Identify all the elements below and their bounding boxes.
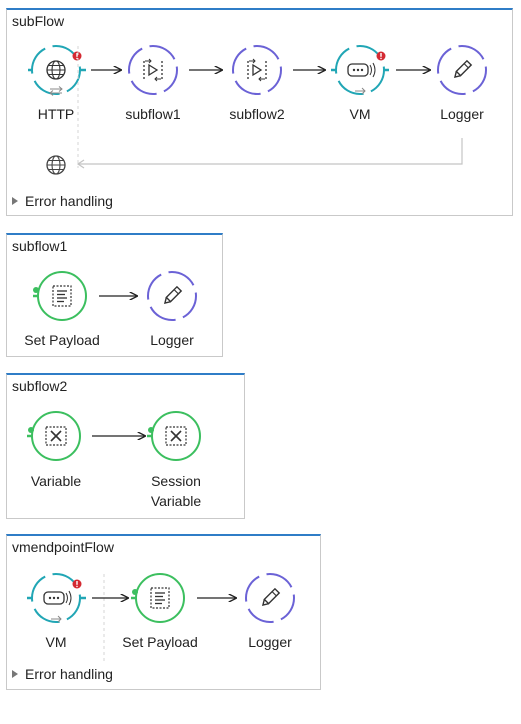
node-label-set-payload: Set Payload	[122, 634, 198, 650]
flow-title: subflow2	[12, 378, 68, 394]
exchange-arrows-icon	[49, 86, 63, 96]
node-label-set-payload: Set Payload	[24, 332, 100, 348]
inbound-arrow-icon	[51, 615, 62, 623]
error-badge-icon	[376, 51, 386, 61]
node-label-variable: Variable	[30, 473, 82, 489]
pencil-icon	[163, 285, 183, 305]
node-label-http: HTTP	[37, 106, 75, 122]
set-payload-node[interactable]	[131, 573, 185, 623]
response-path	[78, 138, 463, 165]
node-label-subflow1: subflow1	[125, 106, 181, 122]
pencil-icon	[453, 59, 473, 79]
subflow2-node[interactable]	[232, 45, 282, 95]
vm-inbound-node[interactable]	[27, 573, 86, 623]
flow-ref-icon	[143, 58, 163, 82]
logger-node[interactable]	[245, 573, 295, 623]
variable-icon	[165, 426, 187, 446]
session-variable-node[interactable]	[147, 411, 201, 461]
node-label-vm: VM	[349, 106, 371, 122]
expand-triangle-icon	[12, 197, 18, 205]
node-label-vm: VM	[45, 634, 67, 650]
expand-triangle-icon	[12, 670, 18, 678]
error-handling-toggle[interactable]: Error handling	[12, 193, 113, 209]
pencil-icon	[261, 587, 281, 607]
node-label-session-variable: Variable	[150, 493, 202, 509]
set-payload-icon	[52, 285, 72, 307]
error-handling-label: Error handling	[25, 666, 113, 682]
subflow1-node[interactable]	[128, 45, 178, 95]
http-node[interactable]	[28, 45, 86, 96]
set-payload-node[interactable]	[33, 271, 87, 321]
node-label-session: Session	[151, 473, 201, 489]
variable-icon	[45, 426, 67, 446]
flow-title: subflow1	[12, 238, 68, 254]
node-label-logger: Logger	[248, 634, 292, 650]
outbound-arrow-icon	[355, 87, 366, 95]
node-label-subflow2: subflow2	[229, 106, 285, 122]
vm-icon	[347, 62, 376, 78]
error-handling-toggle[interactable]: Error handling	[12, 666, 113, 682]
set-payload-icon	[150, 587, 170, 609]
flow-subflow[interactable]: subFlow	[6, 8, 513, 216]
node-label-logger: Logger	[440, 106, 484, 122]
flow-title: subFlow	[12, 13, 65, 29]
flow-title: vmendpointFlow	[12, 539, 114, 555]
globe-icon	[46, 60, 66, 80]
response-arrowhead	[76, 159, 85, 169]
logger-node[interactable]	[147, 271, 197, 321]
error-handling-label: Error handling	[25, 193, 113, 209]
error-badge-icon	[72, 579, 82, 589]
globe-icon	[46, 155, 66, 175]
variable-node[interactable]	[27, 411, 81, 461]
error-badge-icon	[72, 51, 82, 61]
node-label-logger: Logger	[150, 332, 194, 348]
logger-node[interactable]	[437, 45, 487, 95]
flow-ref-icon	[247, 58, 267, 82]
vm-node[interactable]	[331, 45, 389, 95]
vm-icon	[43, 590, 72, 606]
